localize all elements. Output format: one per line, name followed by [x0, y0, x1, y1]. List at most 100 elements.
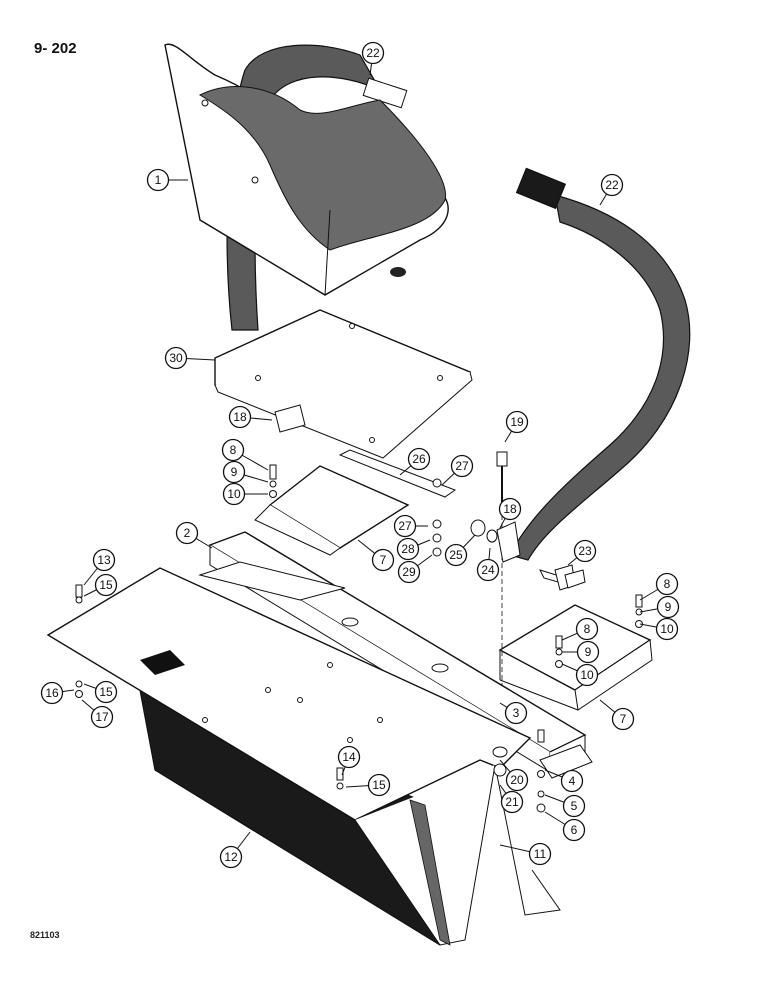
callout-balloon	[575, 617, 599, 641]
floor-panel	[46, 567, 561, 946]
callout-balloon	[575, 663, 599, 687]
callout-number: 4	[569, 774, 576, 788]
callout-number: 23	[578, 544, 592, 558]
callout-15: 15	[345, 773, 391, 797]
callout-7: 7	[357, 539, 395, 572]
callout-number: 9	[585, 645, 592, 659]
callout-number: 2	[184, 526, 191, 540]
callout-9: 9	[639, 595, 680, 619]
seat-belt-right	[509, 167, 691, 587]
callout-balloon	[94, 680, 118, 704]
callout-number: 18	[503, 502, 517, 516]
callout-balloon	[361, 41, 385, 65]
callout-6: 6	[544, 811, 586, 842]
callout-balloon	[611, 707, 635, 731]
callout-4: 4	[544, 769, 584, 793]
callout-number: 10	[660, 622, 674, 636]
callout-number: 18	[233, 410, 247, 424]
callout-number: 8	[664, 577, 671, 591]
callout-10: 10	[561, 663, 599, 687]
callout-10: 10	[222, 482, 268, 506]
callout-balloon	[655, 617, 679, 641]
callout-balloon	[600, 173, 624, 197]
callout-8: 8	[639, 572, 679, 601]
callout-number: 10	[227, 487, 241, 501]
callout-balloon	[500, 790, 524, 814]
callout-number: 17	[95, 710, 109, 724]
seat-mounting-plate	[214, 309, 473, 459]
callout-number: 12	[224, 850, 238, 864]
callout-16: 16	[40, 681, 75, 705]
callout-8: 8	[561, 617, 599, 641]
callout-balloon	[222, 460, 246, 484]
callout-balloon	[164, 346, 188, 370]
callout-number: 6	[571, 823, 578, 837]
mounting-strap	[338, 449, 457, 498]
callout-number: 26	[412, 452, 426, 466]
callout-22: 22	[361, 41, 385, 76]
callout-balloon	[371, 548, 395, 572]
callout-7: 7	[599, 699, 635, 731]
callout-balloon	[562, 794, 586, 818]
bracket-left	[274, 404, 306, 433]
callout-number: 20	[510, 773, 524, 787]
callout-18: 18	[498, 497, 522, 529]
callout-9: 9	[562, 640, 600, 664]
bracket-plate-upper	[254, 465, 410, 556]
callout-number: 8	[230, 443, 237, 457]
callout-29: 29	[397, 554, 433, 584]
callout-number: 9	[231, 465, 238, 479]
callout-balloon	[560, 769, 584, 793]
callout-23: 23	[567, 539, 597, 566]
callout-balloon	[146, 168, 170, 192]
seat-shell	[164, 43, 449, 296]
callout-balloon	[397, 560, 421, 584]
callout-number: 24	[481, 563, 495, 577]
callout-number: 28	[401, 542, 415, 556]
callout-balloon	[337, 745, 361, 769]
callout-3: 3	[499, 701, 528, 725]
callout-balloon	[505, 410, 529, 434]
callout-balloon	[656, 595, 680, 619]
callout-balloon	[576, 640, 600, 664]
callout-balloon	[498, 497, 522, 521]
callout-1: 1	[146, 168, 188, 192]
callout-number: 10	[580, 668, 594, 682]
page-number: 9- 202	[34, 40, 77, 57]
callout-number: 11	[534, 847, 547, 861]
callout-number: 15	[99, 578, 113, 592]
callout-25: 25	[444, 534, 476, 567]
callout-21: 21	[499, 784, 524, 814]
callout-5: 5	[544, 794, 586, 818]
callout-balloon	[94, 573, 118, 597]
callout-24: 24	[476, 547, 500, 582]
callout-balloon	[396, 537, 420, 561]
callout-balloon	[450, 454, 474, 478]
callout-number: 14	[342, 750, 356, 764]
callout-17: 17	[81, 699, 114, 729]
callout-balloon	[175, 521, 199, 545]
callout-number: 22	[366, 46, 380, 60]
callout-2: 2	[175, 521, 213, 549]
callout-number: 13	[97, 553, 111, 567]
bracket-plate-right	[498, 604, 653, 711]
callout-balloon	[444, 543, 468, 567]
callout-11: 11	[499, 842, 552, 866]
callout-27: 27	[393, 514, 428, 538]
callout-number: 22	[605, 178, 619, 192]
callout-balloon	[528, 842, 552, 866]
callout-8: 8	[221, 438, 269, 471]
callout-balloon	[655, 572, 679, 596]
callout-balloon	[476, 558, 500, 582]
callout-15: 15	[83, 680, 118, 704]
callout-balloon	[505, 768, 529, 792]
callout-number: 19	[510, 415, 524, 429]
callout-number: 29	[402, 565, 416, 579]
callout-number: 15	[99, 685, 113, 699]
callout-balloon	[92, 548, 116, 572]
callout-balloon	[219, 845, 243, 869]
callout-balloon	[407, 447, 431, 471]
callout-number: 21	[505, 795, 519, 809]
